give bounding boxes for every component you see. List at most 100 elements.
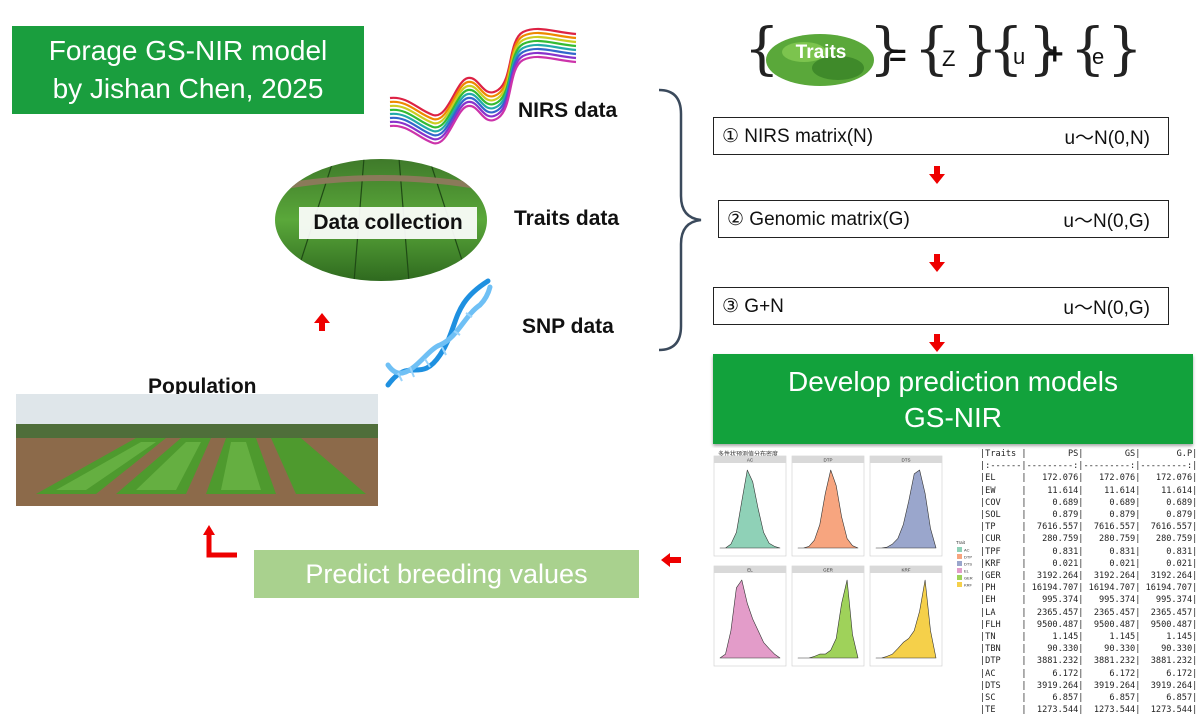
panel-header-label: DTP (824, 458, 833, 463)
eq-brace-open-u: { (988, 17, 1024, 82)
panel-header-label: EL (747, 568, 753, 573)
title-box: Forage GS-NIR model by Jishan Chen, 2025 (12, 26, 364, 114)
results-table: |Traits | PS| GS| G.P| |:------|--------… (980, 448, 1198, 715)
legend-item: DTS (964, 562, 972, 567)
density-curve (875, 469, 937, 549)
table-row: |DTS | 3919.264| 3919.264| 3919.264| (980, 680, 1198, 691)
table-separator: |:------|---------:|---------:|---------… (980, 461, 1198, 472)
table-row: |LA | 2365.457| 2365.457| 2365.457| (980, 607, 1198, 618)
eq-brace-open-e: { (1070, 17, 1106, 82)
arrow-down-icon (929, 334, 945, 352)
legend-item: AC (964, 548, 970, 553)
eq-traits-label: Traits (795, 42, 847, 63)
panel-header (870, 456, 942, 463)
density-panel: DTS (869, 455, 943, 557)
step-3-box: ③ G+N u～N(0,G) (713, 287, 1169, 325)
density-curve (719, 579, 781, 659)
step-1-dist: u～N(0,N) (1064, 127, 1150, 149)
density-curve (719, 469, 781, 549)
legend-swatch (957, 575, 962, 580)
legend-swatch (957, 561, 962, 566)
panel-header-label: AC (747, 458, 754, 463)
eq-e: e (1092, 44, 1105, 69)
predict-breeding-values-box: Predict breeding values (254, 550, 639, 598)
traits-data-label: Traits data (514, 207, 620, 230)
eq-brace-open-z: { (914, 17, 950, 82)
arrow-down-icon (929, 254, 945, 272)
density-panel: DTP (791, 455, 865, 557)
density-panel: GER (791, 565, 865, 667)
table-row: |KRF | 0.021| 0.021| 0.021| (980, 558, 1198, 569)
panel-header-label: DTS (902, 458, 911, 463)
table-row: |TPF | 0.831| 0.831| 0.831| (980, 546, 1198, 557)
density-panel: KRF (869, 565, 943, 667)
step-1-box: ① NIRS matrix(N) u～N(0,N) (713, 117, 1169, 155)
table-row: |TN | 1.145| 1.145| 1.145| (980, 632, 1198, 643)
legend-item: EL (964, 569, 970, 574)
table-row: |TE | 1273.544| 1273.544| 1273.544| (980, 705, 1198, 716)
population-label: Population (148, 375, 257, 398)
dna-helix-image (385, 278, 493, 388)
density-panel: AC (713, 455, 787, 557)
step-3-label: ③ G+N (722, 295, 784, 317)
eq-brace-close-z: } (962, 17, 998, 82)
panel-header (714, 456, 786, 463)
table-row: |EH | 995.374| 995.374| 995.374| (980, 595, 1198, 606)
nirs-spectra-image (389, 27, 577, 145)
data-collection-label: Data collection (299, 207, 477, 239)
table-row: |GER | 3192.264| 3192.264| 3192.264| (980, 571, 1198, 582)
predict-label: Predict breeding values (305, 558, 588, 589)
panel-header (792, 566, 864, 573)
legend-swatch (957, 568, 962, 573)
nirs-data-label: NIRS data (518, 99, 618, 122)
density-curve (797, 579, 859, 659)
develop-line1: Develop prediction models (788, 366, 1118, 397)
legend-item: GER (964, 576, 973, 581)
step-3-dist: u～N(0,G) (1063, 297, 1150, 319)
density-curve (875, 579, 937, 659)
density-panel: EL (713, 565, 787, 667)
legend-swatch (957, 554, 962, 559)
eq-brace-close-traits: } (869, 17, 905, 82)
table-row: |CUR | 280.759| 280.759| 280.759| (980, 534, 1198, 545)
table-header: |Traits | PS| GS| G.P| (980, 449, 1198, 459)
step-1-label: ① NIRS matrix(N) (722, 125, 874, 147)
eq-plus: + (1046, 38, 1064, 71)
table-row: |TBN | 90.330| 90.330| 90.330| (980, 644, 1198, 655)
table-row: |TP | 7616.557| 7616.557| 7616.557| (980, 522, 1198, 533)
eq-equals: = (889, 39, 907, 72)
table-row: |COV | 0.689| 0.689| 0.689| (980, 497, 1198, 508)
table-row: |AC | 6.172| 6.172| 6.172| (980, 668, 1198, 679)
elbow-arrow-icon (203, 525, 237, 558)
table-row: |EW | 11.614| 11.614| 11.614| (980, 485, 1198, 496)
population-field-photo (16, 394, 378, 506)
table-row: |SC | 6.857| 6.857| 6.857| (980, 693, 1198, 704)
step-2-dist: u～N(0,G) (1063, 210, 1150, 232)
develop-models-box: Develop prediction models GS-NIR (713, 354, 1193, 444)
develop-line2: GS-NIR (904, 402, 1002, 433)
panel-header (792, 456, 864, 463)
legend-swatch (957, 582, 962, 587)
table-row: |EL | 172.076| 172.076| 172.076| (980, 473, 1198, 484)
arrow-left-icon (661, 553, 681, 567)
table-row: |DTP | 3881.232| 3881.232| 3881.232| (980, 656, 1198, 667)
eq-brace-close-e: } (1107, 17, 1143, 82)
table-row: |SOL | 0.879| 0.879| 0.879| (980, 510, 1198, 521)
eq-u: u (1013, 44, 1026, 69)
density-title: 多性状预测值分布密度 (718, 452, 779, 458)
large-brace-icon (658, 88, 702, 352)
step-2-box: ② Genomic matrix(G) u～N(0,G) (718, 200, 1169, 238)
eq-z: Z (942, 46, 956, 71)
panel-header-label: GER (823, 568, 834, 573)
title-line2: by Jishan Chen, 2025 (52, 73, 324, 104)
table-row: |PH | 16194.707| 16194.707| 16194.707| (980, 583, 1198, 594)
step-2-label: ② Genomic matrix(G) (727, 208, 910, 230)
title-line1: Forage GS-NIR model (48, 35, 328, 66)
panel-header (870, 566, 942, 573)
eq-brace-close-u: } (1028, 17, 1064, 82)
legend-title: Trait (956, 540, 966, 545)
traits-grass-image (766, 34, 874, 86)
legend-item: KRF (964, 583, 973, 588)
